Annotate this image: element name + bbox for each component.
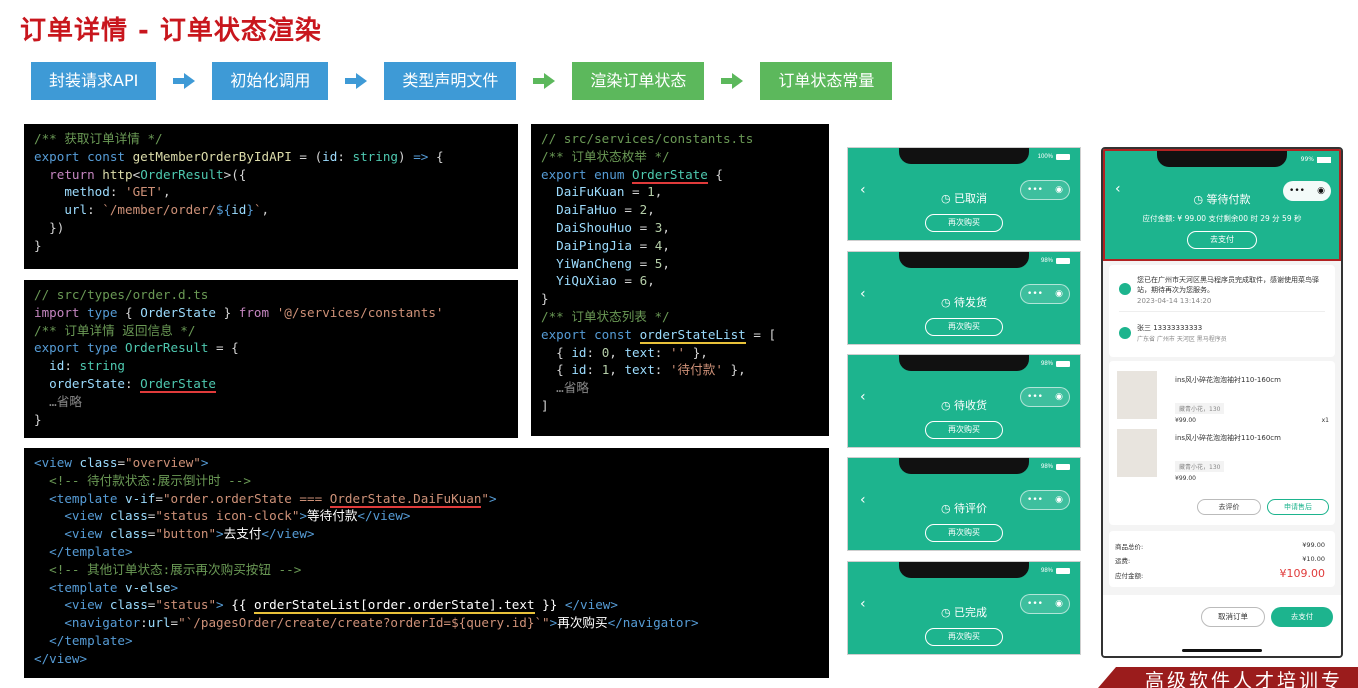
arrow-right-icon [721,73,744,89]
phone-preview-cancelled: 100% ‹ •••◉ ◷ 已取消 再次购买 [847,147,1081,241]
battery-indicator: 98% [1041,464,1070,470]
buy-again-button[interactable]: 再次购买 [925,628,1003,646]
phone-notch [899,148,1029,164]
order-status: ◷ 待收货 [940,399,988,412]
order-detail-phone: 99% ‹ •••◉ ◷ 等待付款 应付金额: ¥ 99.00 支付剩余00 时… [1101,147,1343,658]
order-status: ◷ 已取消 [940,192,988,205]
phone-notch [1157,151,1287,167]
divider [1119,311,1325,312]
cancel-order-button[interactable]: 取消订单 [1201,607,1265,627]
total-amount: ¥109.00 [1279,567,1326,580]
receiver-address: 广东省 广州市 天河区 黑马程序员 [1137,336,1227,343]
flow-step-init: 初始化调用 [212,62,329,100]
footer-banner [1098,667,1358,688]
product-price: ¥99.00 [1175,475,1196,482]
flow-step-api: 封装请求API [31,62,157,100]
logistics-card: 您已在广州市天河区黑马程序员完成取件，感谢使用菜鸟驿站，期待再次为您服务。 20… [1109,265,1335,357]
product-qty: x1 [1321,417,1329,424]
phone-preview-to-ship: 98% ‹ •••◉ ◷ 待发货 再次购买 [847,251,1081,345]
arrow-right-icon [173,73,196,89]
goods-card: ins风小碎花泡泡袖衬110-160cm 藏青小花，130 ¥99.00 x1 … [1109,361,1335,525]
battery-indicator: 98% [1041,568,1070,574]
product-image[interactable] [1117,371,1157,419]
battery-indicator: 98% [1041,361,1070,367]
phone-preview-completed: 98% ‹ •••◉ ◷ 已完成 再次购买 [847,561,1081,655]
truck-icon [1119,283,1131,295]
pay-button[interactable]: 去支付 [1187,231,1257,249]
summary-value: ¥10.00 [1302,555,1325,563]
summary-label: 运费: [1115,557,1131,565]
flow-step-render: 渲染订单状态 [572,62,705,100]
arrow-right-icon [345,73,368,89]
back-icon[interactable]: ‹ [860,286,866,302]
review-button[interactable]: 去评价 [1197,499,1261,515]
arrow-right-icon [533,73,556,89]
bottom-action-bar: 取消订单 去支付 [1103,595,1341,656]
phone-preview-to-review: 98% ‹ •••◉ ◷ 待评价 再次购买 [847,457,1081,551]
footer-text: 高级软件人才培训专 [1145,670,1344,688]
summary-label: 应付金额: [1115,572,1144,580]
capsule-menu[interactable]: •••◉ [1020,594,1070,614]
code-template: <view class="overview"> <!-- 待付款状态:展示倒计时… [24,448,829,678]
capsule-menu[interactable]: •••◉ [1283,181,1331,201]
back-icon[interactable]: ‹ [860,182,866,198]
battery-indicator: 100% [1038,154,1070,160]
product-image[interactable] [1117,429,1157,477]
phone-notch [899,252,1029,268]
logistics-time: 2023-04-14 13:14:20 [1137,297,1212,305]
pay-button-bottom[interactable]: 去支付 [1271,607,1333,627]
product-spec: 藏青小花，130 [1175,403,1225,414]
summary-value: ¥99.00 [1302,541,1325,549]
pay-countdown: 应付金额: ¥ 99.00 支付剩余00 时 29 分 59 秒 [1142,214,1302,223]
aftersale-button[interactable]: 申请售后 [1267,499,1329,515]
capsule-menu[interactable]: •••◉ [1020,387,1070,407]
order-status: ◷ 已完成 [940,606,988,619]
phone-preview-to-receive: 98% ‹ •••◉ ◷ 待收货 再次购买 [847,354,1081,448]
price-summary: 商品总价: ¥99.00 运费: ¥10.00 应付金额: ¥109.00 [1109,531,1335,587]
product-name[interactable]: ins风小碎花泡泡袖衬110-160cm [1175,434,1281,442]
phone-notch [899,355,1029,371]
order-status: ◷ 待评价 [940,502,988,515]
code-api: /** 获取订单详情 */ export const getMemberOrde… [24,124,518,269]
phone-notch [899,458,1029,474]
back-icon[interactable]: ‹ [860,492,866,508]
home-indicator [1182,649,1262,652]
order-status: ◷ 等待付款 [1193,193,1251,206]
product-price: ¥99.00 [1175,417,1196,424]
phone-notch [899,562,1029,578]
back-icon[interactable]: ‹ [1115,181,1121,197]
buy-again-button[interactable]: 再次购买 [925,318,1003,336]
location-icon [1119,327,1131,339]
battery-indicator: 98% [1041,258,1070,264]
logistics-text: 您已在广州市天河区黑马程序员完成取件，感谢使用菜鸟驿站，期待再次为您服务。 [1137,276,1319,294]
flow-step-constants: 订单状态常量 [760,62,893,100]
flow-steps: 封装请求API 初始化调用 类型声明文件 渲染订单状态 订单状态常量 [31,62,893,100]
summary-label: 商品总价: [1115,543,1144,551]
receiver-info: 张三 13333333333 [1137,324,1203,332]
order-status: ◷ 待发货 [940,296,988,309]
buy-again-button[interactable]: 再次购买 [925,214,1003,232]
order-detail-header: 99% ‹ •••◉ ◷ 等待付款 应付金额: ¥ 99.00 支付剩余00 时… [1103,149,1341,261]
code-types: // src/types/order.d.ts import type { Or… [24,280,518,438]
product-name[interactable]: ins风小碎花泡泡袖衬110-160cm [1175,376,1281,384]
flow-step-types: 类型声明文件 [384,62,517,100]
battery-indicator: 99% [1301,156,1331,163]
back-icon[interactable]: ‹ [860,596,866,612]
code-constants: // src/services/constants.ts /** 订单状态枚举 … [531,124,829,436]
buy-again-button[interactable]: 再次购买 [925,524,1003,542]
product-spec: 藏青小花，130 [1175,461,1225,472]
buy-again-button[interactable]: 再次购买 [925,421,1003,439]
page-title: 订单详情 - 订单状态渲染 [20,16,322,46]
back-icon[interactable]: ‹ [860,389,866,405]
capsule-menu[interactable]: •••◉ [1020,490,1070,510]
capsule-menu[interactable]: •••◉ [1020,180,1070,200]
capsule-menu[interactable]: •••◉ [1020,284,1070,304]
